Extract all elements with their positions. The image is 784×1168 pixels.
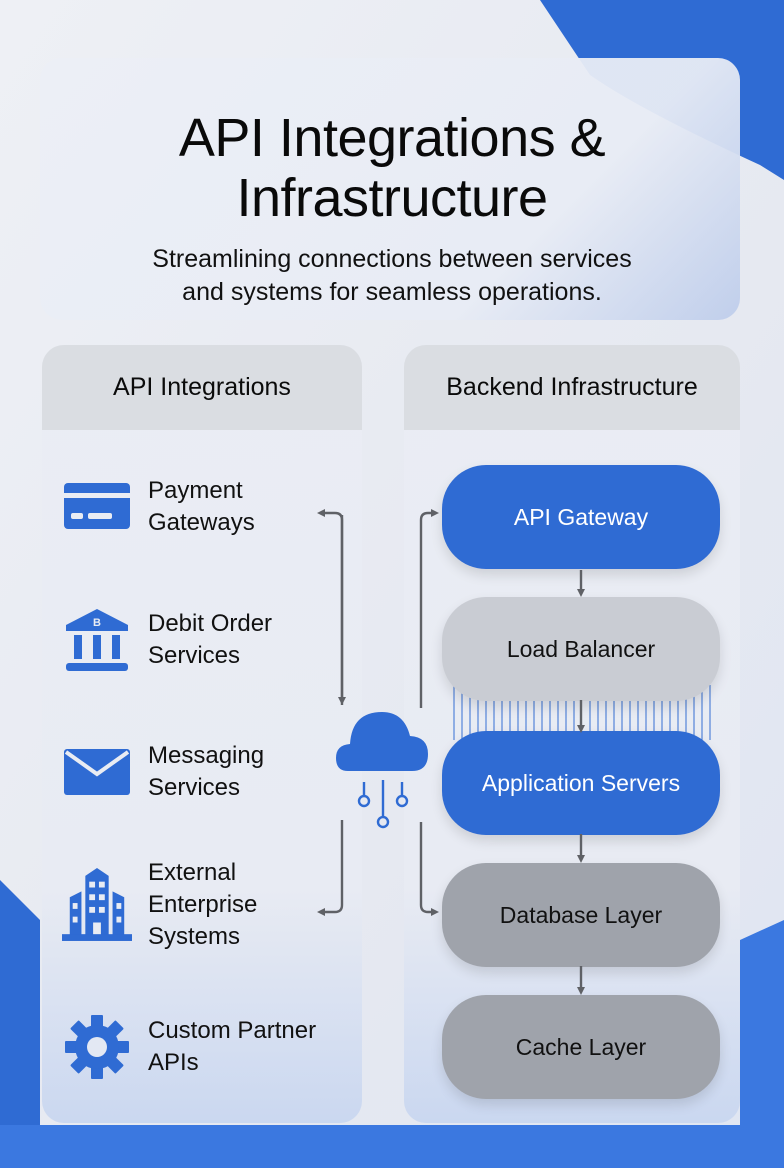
office-building-icon <box>62 868 132 941</box>
credit-card-icon <box>62 472 132 542</box>
node-cache-layer[interactable]: Cache Layer <box>442 995 720 1099</box>
header-card <box>40 58 740 320</box>
node-load-balancer[interactable]: Load Balancer <box>442 597 720 701</box>
bank-icon: B <box>62 605 132 675</box>
corner-shape-bottom <box>0 920 784 1168</box>
page-title: API Integrations & Infrastructure <box>0 108 784 228</box>
node-database-layer[interactable]: Database Layer <box>442 863 720 967</box>
page-subtitle: Streamlining connections between service… <box>0 243 784 309</box>
backend-infrastructure-panel: Backend Infrastructure API Gateway Load … <box>404 345 740 1123</box>
panel-title: Backend Infrastructure <box>404 345 740 430</box>
node-api-gateway[interactable]: API Gateway <box>442 465 720 569</box>
subtitle-line: Streamlining connections between service… <box>152 245 632 273</box>
subtitle-line: and systems for seamless operations. <box>182 278 602 306</box>
node-application-servers[interactable]: Application Servers <box>442 731 720 835</box>
corner-shape-left <box>0 880 40 1168</box>
title-line: Infrastructure <box>236 168 548 228</box>
svg-text:B: B <box>93 617 101 629</box>
envelope-icon <box>62 737 132 807</box>
title-line: API Integrations & <box>178 108 606 168</box>
panel-title: API Integrations <box>42 345 362 430</box>
gear-icon <box>62 1012 132 1082</box>
